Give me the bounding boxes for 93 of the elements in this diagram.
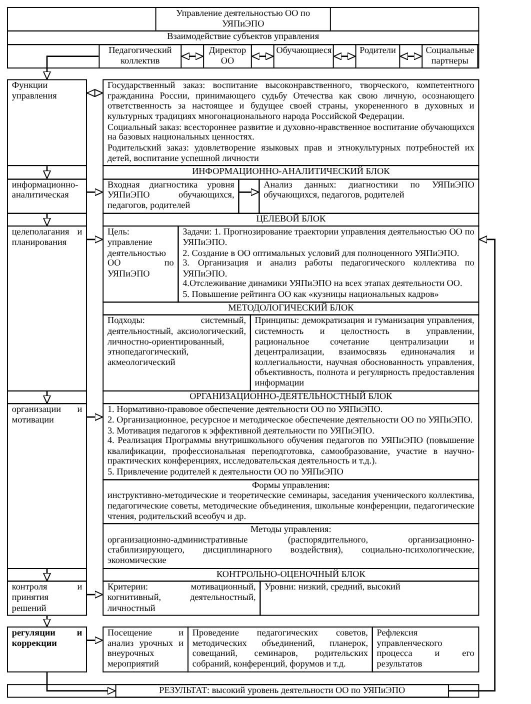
arrow [43,166,51,179]
arrow [87,188,104,196]
content-cell [178,226,480,302]
cell-text: Функции управления [12,81,58,102]
cell-text: 3. Мотивация педагогов к эффективной деятельности по УЯПиЭПО. [108,426,376,436]
result-box [115,684,449,698]
cell-text: 4. Реализация Программы внутришкольного обучения педагогов по УЯПиЭПО (повышение квалификации, профессиональная переподготовка, самообразование, участие в научно-практических конференциях, исследовательская деятельность и т.д.). [108,436,474,468]
cell-text: Родители [358,46,397,56]
content-cell [102,314,251,392]
cell-text: 4.Отслеживание динамики УЯПиЭПО на всех этапах деятельности ОО. [182,280,464,290]
participant-box [355,44,400,69]
block-header [102,301,480,316]
arrow [448,235,496,692]
cell-text: Анализ данных: диагностики по УЯПиЭПО обучающихся, педагогов, родителей [264,180,474,202]
cell-text: Педагогический коллектив [108,46,173,67]
arrow [43,568,51,582]
block-header [102,165,480,180]
cell-text: Принципы: демократизация и гуманизация управления, системность и целостность в управлении, рациональное сочетание централизации и децентрализации, взаимосвязь единоначалия и коллегиальности, научная обоснованность управления, объективность, полнота и регулярность предоставления информации [254,316,474,390]
content-cell [258,178,480,214]
cell-text: Проведение педагогических советов, методических объединений, планерок, совещаний, семинаров, родительских собраний, конференций, форумов и т.д. [192,628,368,670]
cell-text: организации и мотивации [12,405,82,426]
arrow [87,590,104,599]
double-arrow [251,52,274,60]
content-cell [102,403,480,480]
block-header [102,568,480,582]
participant-box [273,44,334,69]
arrow [46,672,116,695]
cell-text: Социальный заказ: всестороннее развитие и духовно-нравственное воспитание обучающихся на базовых национальных ценностях. [108,122,474,144]
cell-heading: Методы управления: [250,525,332,536]
cell-text: Рефлексия управленческого процесса и его результатов [376,628,474,670]
participant-box [98,44,182,69]
cell-text: Задачи: 1. Прогнозирование траектории управления деятельностью ОО по УЯПиЭПО. [182,228,474,248]
function-cell [7,626,87,672]
cell-text: Подходы: системный, деятельностный, аксиологический, личностно-ориентированный, этнопедагогический, акмеологический [108,316,246,368]
cell-text: организационно-административные (распорядительного, организационно-стабилизирующего, дисциплинарного воздействия), социально-психологические, экономические [108,536,474,567]
arrow [87,235,104,244]
arrow [87,636,104,644]
block-heading: ЦЕЛЕВОЙ БЛОК [255,214,327,225]
cell-text: 5. Привлечение родителей к деятельности ОО по УЯПиЭПО [108,468,344,478]
function-cell [7,226,87,392]
double-arrow [400,52,422,60]
cell-text: инструктивно-методические и теоретические семинары, заседания ученического коллектива, педагогические советы, методические объединения, школьные конференции, педагогические чтения, родительский всеобуч и др. [108,491,474,522]
participant-box [203,44,252,69]
cell-text: Обучающиеся [276,46,331,56]
cell-text: Входная диагностика уровня УЯПиЭПО обучающихся, педагогов, родителей [108,180,234,212]
arrow [239,188,260,196]
content-cell [102,580,261,616]
cell-text: 3. Организация и анализ работы педагогического коллектива по УЯПиЭПО. [182,258,474,280]
block-heading: Взаимодействие субъектов управления [166,32,320,43]
block-heading: КОНТРОЛЬНО-ОЦЕНОЧНЫЙ БЛОК [215,570,366,580]
cell-text: 2. Организационное, ресурсное и методическое обеспечение деятельности ОО по УЯПиЭПО. [108,416,474,426]
content-cell [102,478,480,524]
cell-text: 1. Нормативно-правовое обеспечение деятельности ОО по УЯПиЭПО. [108,405,384,416]
double-arrow [181,52,204,60]
block-heading: ИНФОРМАЦИОННО-АНАЛИТИЧЕСКИЙ БЛОК [191,167,391,178]
block-header [102,212,480,227]
cell-text: Государственный заказ: воспитание высоконравственного, творческого, компетентного гражданина России, принимающего судьбу Отечества как свою личную, осознающего ответственность за настоящее и будущее своей страны, укорененного в духовных и культурных традициях многонационального народа Российской Федерации. [108,81,474,123]
content-cell [260,580,480,616]
cell-text: Родительский заказ: удовлетворение языковых прав и этнокультурных потребностей их детей, воспитание успешной личности [108,144,474,164]
arrow [43,56,99,80]
content-cell [102,523,480,569]
function-cell [7,403,87,569]
arrow [43,214,51,226]
cell-text: целеполагания и планирования [12,228,82,248]
block-header [7,30,480,45]
function-cell [7,79,87,166]
block-header [102,390,480,404]
cell-text: Цель: управление деятельностью ОО по УЯПиЭПО [108,228,174,280]
cell-text: 5. Повышение рейтинга ОО как «кузницы национальных кадров» [182,290,440,300]
cell-text: Директор ОО [208,46,248,67]
block-heading: МЕТОДОЛОГИЧЕСКИЙ БЛОК [227,303,355,314]
cell-text: 2. Создание в ОО оптимальных условий для полноценного УЯПиЭПО. [182,248,460,259]
cell-text: информационно-аналитическая [12,180,80,202]
block-heading: ОРГАНИЗАЦИОННО-ДЕЯТЕЛЬНОСТНЫЙ БЛОК [188,392,394,402]
content-cell [102,178,240,214]
cell-text: Критерии: мотивационный, когнитивный, деятельностный, личностный [108,582,256,614]
cell-text: Посещение и анализ урочных и внеурочных мероприятий [108,628,184,670]
cell-text: РЕЗУЛЬТАТ: высокий уровень деятельности ОО по УЯПиЭПО [158,686,406,696]
heading-box [155,7,331,32]
double-arrow [86,89,104,97]
cell-text: Социальные партнеры [424,46,476,67]
cell-text: контроля и принятия решений [12,582,82,614]
cell-heading: Формы управления: [250,480,331,492]
function-cell [7,178,87,214]
arrow [87,413,104,421]
cell-text: Уровни: низкий, средний, высокий [264,582,402,594]
cell-text: регуляции и коррекции [12,628,82,650]
double-arrow [333,52,356,60]
content-cell [102,79,480,166]
arrow [43,616,51,628]
cell-text: Управление деятельностью ОО по УЯПиЭПО [175,8,312,30]
content-cell [102,226,179,302]
arrow [43,391,51,404]
